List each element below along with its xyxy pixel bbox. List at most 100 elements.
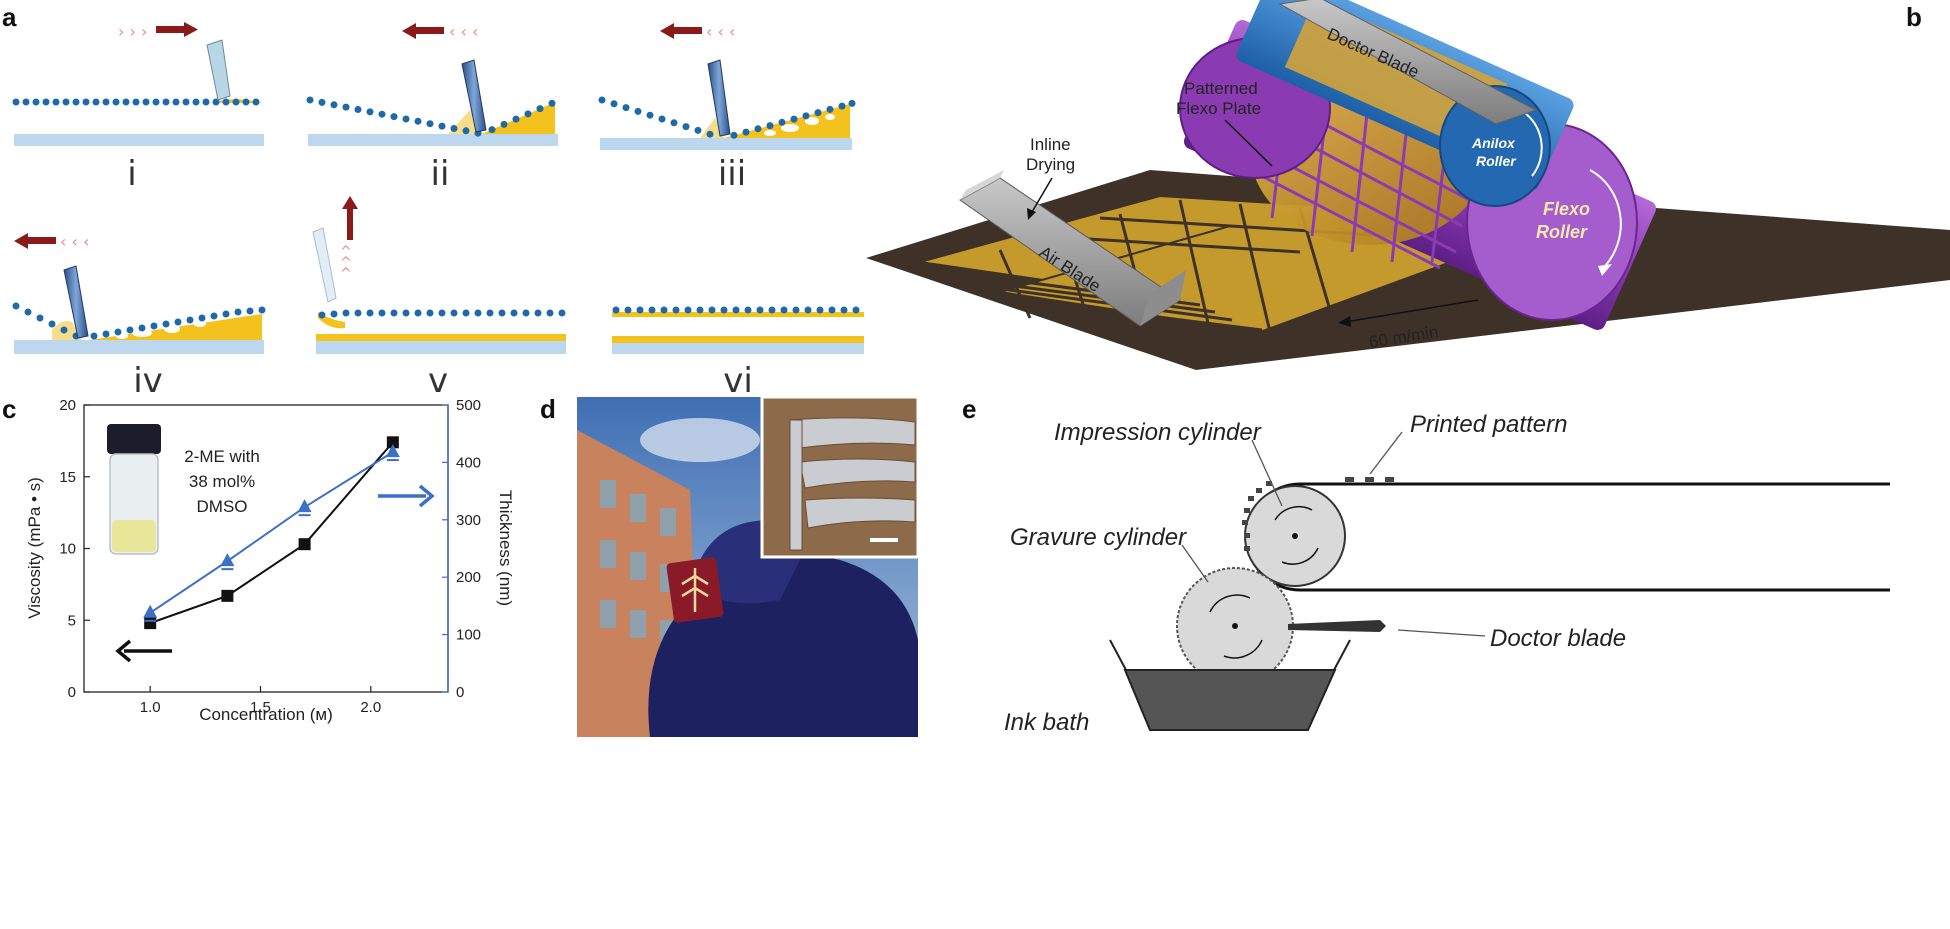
y2-axis-label: Thickness (nm): [496, 490, 515, 606]
arrow-right-icon: › › ›: [118, 22, 198, 41]
x-tick-label: 1.0: [140, 699, 161, 716]
right-axis-arrow-icon: [378, 484, 435, 508]
step-iv-diagram: ‹ ‹ ‹: [12, 232, 266, 354]
series-line-0: [149, 441, 394, 625]
gravure-label: Gravure cylinder: [1010, 524, 1187, 551]
panel-label-a: a: [2, 2, 17, 32]
inset-text-3: DMSO: [197, 497, 248, 516]
y2-tick-label: 500: [456, 397, 481, 414]
plate-label-1: Patterned: [1184, 79, 1258, 98]
dot-row-ii: [306, 96, 556, 137]
y-tick-label: 10: [59, 541, 76, 558]
y-tick-label: 15: [59, 469, 76, 486]
data-point-triangle: [297, 499, 312, 513]
rotate-arrow-icon: [1598, 264, 1612, 276]
arrow-left-icon: ‹ ‹ ‹: [660, 22, 735, 41]
y-tick-label: 20: [59, 397, 76, 414]
step-vi-diagram: [612, 306, 864, 354]
data-point-triangle: [385, 444, 400, 458]
arrow-up-icon: ^ ^ ^: [340, 196, 358, 282]
plate-pointer: [1224, 119, 1273, 167]
doctor-label: Doctor blade: [1490, 625, 1626, 652]
anilox-label-2: Roller: [1476, 153, 1517, 169]
y-tick-label: 0: [68, 684, 76, 701]
panel-e: e I: [962, 394, 1890, 736]
dot-row-v: [318, 309, 566, 319]
panel-label-e: e: [962, 394, 976, 424]
svg-text:^: ^: [340, 244, 352, 260]
step-label-i: i: [127, 154, 136, 194]
svg-text:‹ ‹ ‹: ‹ ‹ ‹: [60, 232, 89, 251]
drying-label-1: Inline: [1030, 135, 1071, 154]
printed-label: Printed pattern: [1410, 411, 1567, 438]
ink-bath: [1123, 669, 1337, 731]
step-i-diagram: › › ›: [12, 22, 264, 146]
air-blade: [959, 170, 1186, 327]
svg-text:^: ^: [340, 255, 352, 271]
svg-text:‹ ‹ ‹: ‹ ‹ ‹: [706, 22, 735, 41]
flexo-roller-label-2: Roller: [1536, 222, 1588, 242]
step-ii-diagram: ‹ ‹ ‹: [306, 22, 558, 146]
y2-tick-label: 200: [456, 569, 481, 586]
y2-tick-label: 0: [456, 684, 464, 701]
arrow-left-icon: ‹ ‹ ‹: [14, 232, 89, 251]
plate-label-2: Flexo Plate: [1176, 99, 1261, 118]
step-label-iii: iii: [718, 154, 746, 194]
panel-a: a › › › i: [2, 2, 864, 401]
inset-text-2: 38 mol%: [189, 472, 255, 491]
data-point-triangle: [220, 553, 235, 567]
panel-label-c: c: [2, 394, 16, 424]
series-line-1: [149, 451, 394, 614]
doctor-blade-shape: [1288, 620, 1386, 632]
panel-label-b: b: [1906, 2, 1922, 32]
photo-printed-logo: [577, 395, 920, 737]
step-label-vi: vi: [723, 361, 753, 401]
doctor-blade-plate: [1278, 0, 1538, 125]
chart-series: [143, 436, 400, 630]
impression-label: Impression cylinder: [1054, 419, 1262, 446]
dot-row-vi: [612, 306, 860, 314]
panel-d: d: [540, 394, 920, 737]
data-point-square: [386, 436, 399, 449]
dot-row-iii: [598, 96, 856, 139]
anilox-label-1: Anilox: [1471, 135, 1516, 151]
step-iii-diagram: ‹ ‹ ‹: [598, 22, 856, 150]
y-axis-label: Viscosity (mPa • s): [25, 477, 44, 619]
panel-b: b Air Blade: [866, 0, 1950, 370]
printed-pattern-dots: [1242, 477, 1394, 551]
dot-row-iv: [12, 302, 266, 340]
ink-label: Ink bath: [1004, 709, 1089, 736]
svg-text:‹ ‹ ‹: ‹ ‹ ‹: [449, 22, 478, 41]
flexo-roller-label-1: Flexo: [1543, 199, 1590, 219]
data-point-square: [221, 589, 234, 602]
left-axis-arrow-icon: [115, 639, 172, 663]
data-point-triangle: [143, 604, 158, 618]
dot-row: [12, 98, 260, 106]
drying-pointer: [1031, 177, 1053, 213]
vial-image: [107, 424, 161, 555]
data-point-square: [298, 538, 311, 551]
speed-arrow-icon: [1338, 299, 1479, 327]
y2-tick-label: 400: [456, 454, 481, 471]
y-tick-label: 5: [68, 612, 76, 629]
y2-tick-label: 300: [456, 512, 481, 529]
svg-text:› › ›: › › ›: [118, 22, 147, 41]
x-tick-label: 1.5: [250, 699, 271, 716]
drying-label-2: Drying: [1026, 155, 1075, 174]
x-axis-label: Concentration (м): [199, 705, 333, 724]
gravure-schematic: [1109, 477, 1890, 731]
y2-tick-label: 100: [456, 627, 481, 644]
data-point-square: [144, 617, 157, 630]
inset-text-1: 2-ME with: [184, 447, 260, 466]
gravure-pointers: [1181, 431, 1486, 723]
arrow-left-icon: ‹ ‹ ‹: [402, 22, 478, 41]
step-v-diagram: ^ ^ ^: [312, 196, 566, 354]
panel-label-d: d: [540, 394, 556, 424]
x-tick-label: 2.0: [360, 699, 381, 716]
step-label-ii: ii: [431, 154, 450, 194]
step-label-v: v: [428, 361, 448, 401]
